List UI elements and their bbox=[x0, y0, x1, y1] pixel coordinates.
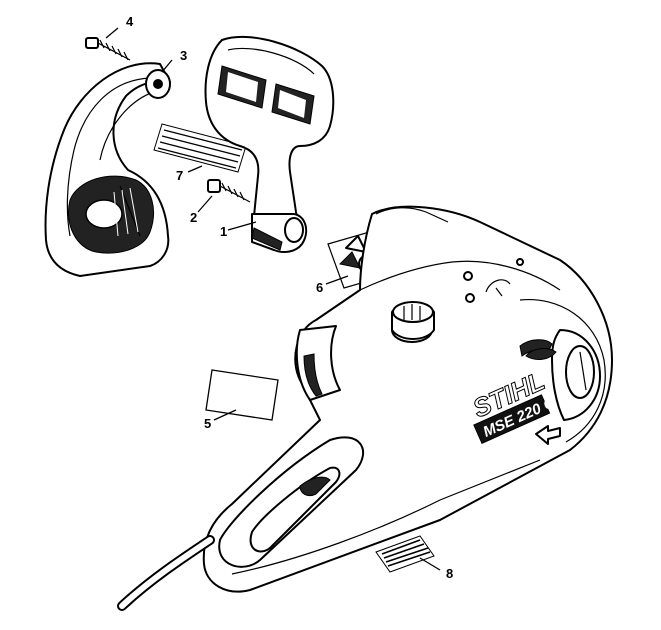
chainsaw-housing bbox=[117, 205, 613, 611]
callout-4: 4 bbox=[126, 14, 134, 29]
part-7-label-strip bbox=[153, 123, 247, 173]
callout-labels: 4 3 7 2 1 6 5 8 bbox=[126, 14, 453, 581]
part-8-label bbox=[375, 535, 435, 573]
callout-8: 8 bbox=[446, 566, 453, 581]
part-2-screw bbox=[207, 179, 251, 203]
callout-6: 6 bbox=[316, 280, 323, 295]
part-3-sprocket-cover bbox=[44, 62, 171, 277]
part-4-screw bbox=[85, 37, 131, 61]
part-1-hand-guard bbox=[204, 35, 335, 253]
callout-5: 5 bbox=[204, 416, 211, 431]
callout-7: 7 bbox=[176, 168, 183, 183]
leader-lines bbox=[105, 27, 441, 571]
part-5-label bbox=[205, 369, 279, 421]
callout-1: 1 bbox=[220, 224, 227, 239]
callout-2: 2 bbox=[190, 210, 197, 225]
callout-3: 3 bbox=[180, 48, 187, 63]
